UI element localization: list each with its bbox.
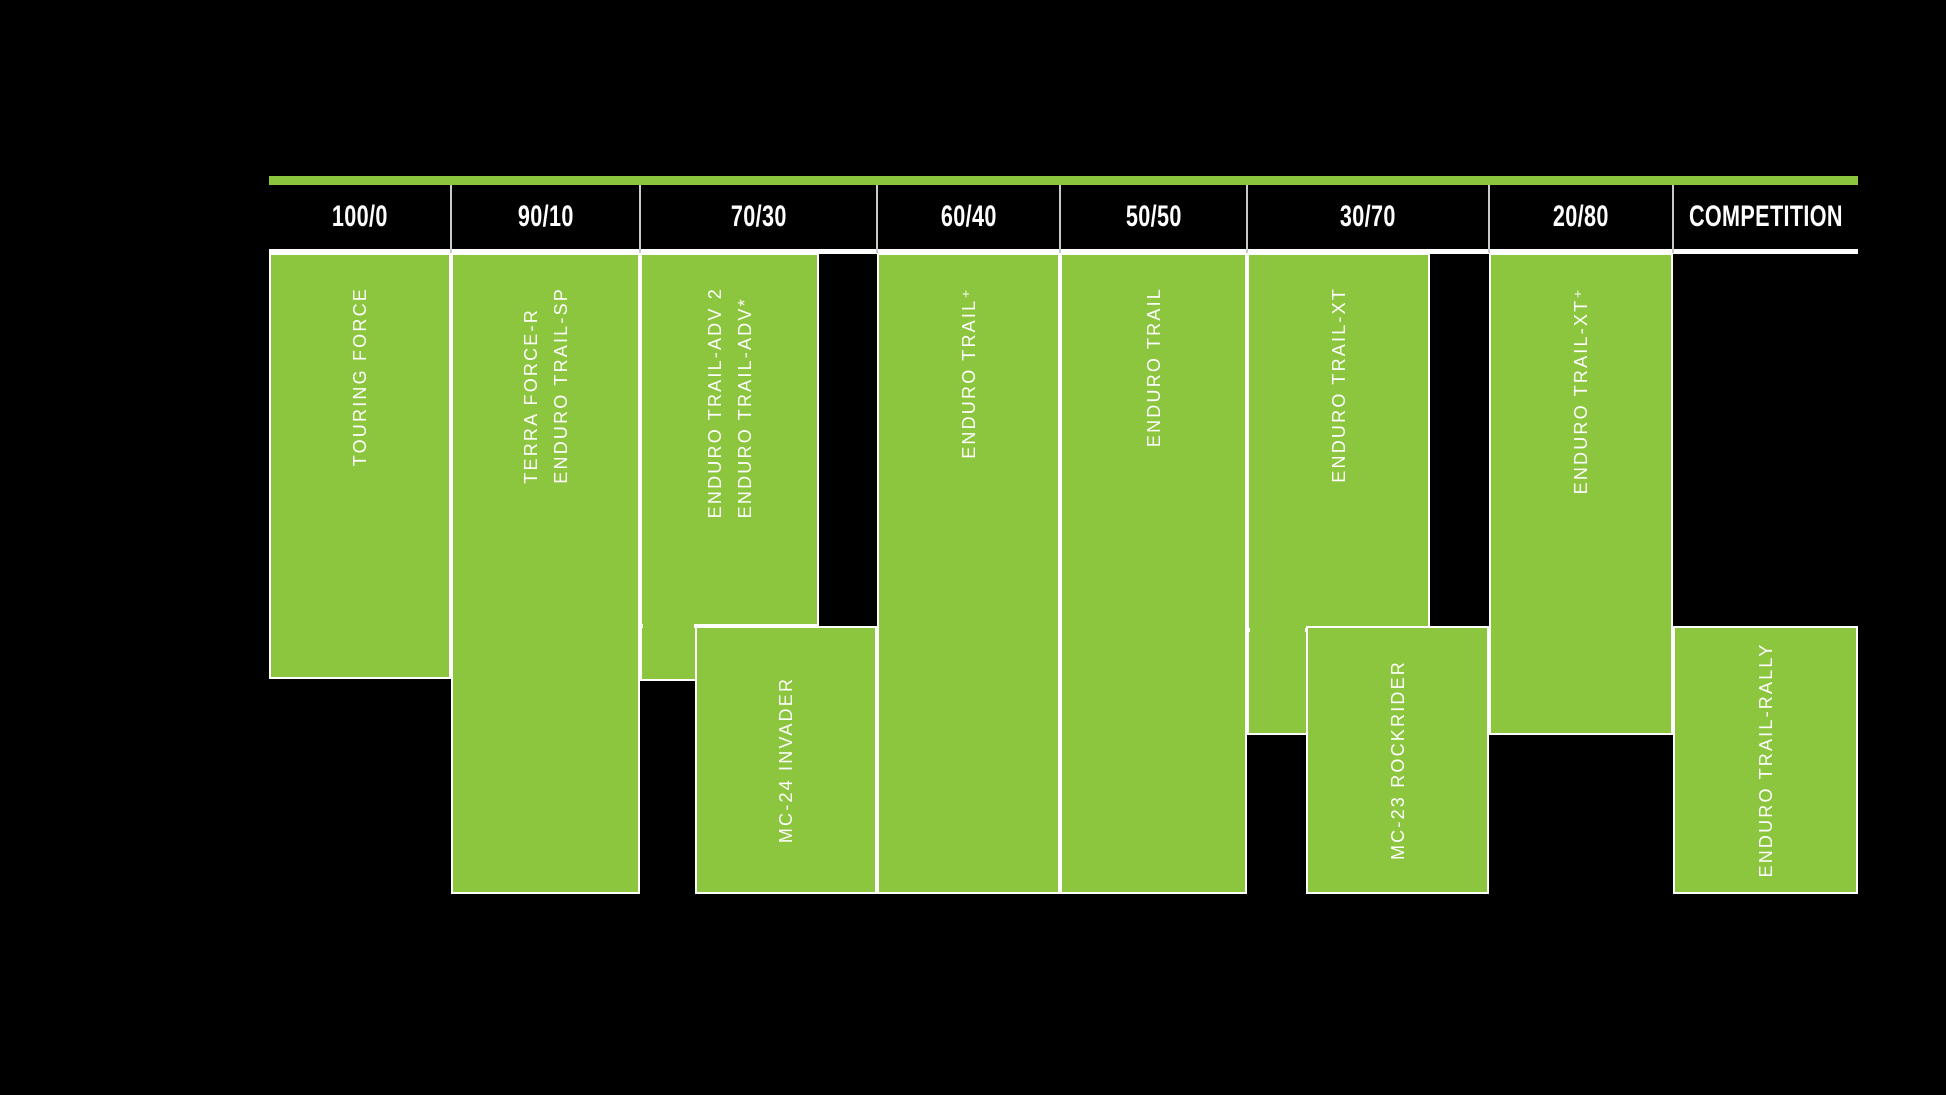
column-header-label: 70/30 bbox=[730, 200, 787, 233]
header-underline bbox=[269, 249, 1858, 254]
header-divider bbox=[1488, 185, 1490, 253]
tile-label: TOURING FORCE bbox=[345, 287, 375, 466]
tile-label-line: MC-24 INVADER bbox=[776, 676, 796, 844]
tile-label: ENDURO TRAIL-XT bbox=[1324, 287, 1354, 483]
column-header-30-70: 30/70 bbox=[1247, 185, 1489, 249]
tile-label-line: ENDURO TRAIL-ADV 2 bbox=[704, 287, 725, 519]
column-header-label: COMPETITION bbox=[1688, 200, 1843, 233]
column-header-competition: COMPETITION bbox=[1673, 185, 1858, 249]
tile-enduro-trail-xt-plus: ENDURO TRAIL-XT⁺ bbox=[1489, 253, 1673, 735]
header-divider bbox=[639, 185, 641, 253]
header-divider bbox=[450, 185, 452, 253]
tile-label-line: TERRA FORCE-R bbox=[520, 308, 541, 484]
column-header-20-80: 20/80 bbox=[1489, 185, 1673, 249]
tile-label-line: ENDURO TRAIL bbox=[1143, 287, 1164, 448]
tile-label: ENDURO TRAIL-XT⁺ bbox=[1566, 287, 1596, 494]
tile-join-patch bbox=[1250, 625, 1305, 635]
tile-label: ENDURO TRAIL-RALLY bbox=[1751, 643, 1781, 878]
tile-label: MC-23 ROCKRIDER bbox=[1383, 660, 1413, 860]
tile-join-patch bbox=[643, 621, 694, 631]
tile-mc-23-rockrider: MC-23 ROCKRIDER bbox=[1306, 626, 1489, 894]
tile-label-line: TOURING FORCE bbox=[350, 287, 370, 467]
tile-label: ENDURO TRAIL⁺ bbox=[954, 287, 984, 459]
tile-terra-force-r: TERRA FORCE-R ENDURO TRAIL-SP bbox=[451, 253, 640, 894]
tile-enduro-trail-adv: ENDURO TRAIL-ADV 2 ENDURO TRAIL-ADV* bbox=[640, 253, 819, 626]
header-divider bbox=[1246, 185, 1248, 253]
tile-label-line: ENDURO TRAIL-ADV* bbox=[734, 297, 755, 519]
column-header-label: 50/50 bbox=[1125, 200, 1182, 233]
tile-label: ENDURO TRAIL-ADV 2 ENDURO TRAIL-ADV* bbox=[700, 287, 760, 518]
tile-enduro-trail-adv-step bbox=[640, 626, 697, 681]
column-header-60-40: 60/40 bbox=[877, 185, 1060, 249]
column-header-100-0: 100/0 bbox=[269, 185, 451, 249]
column-header-70-30: 70/30 bbox=[640, 185, 877, 249]
tile-enduro-trail-xt: ENDURO TRAIL-XT bbox=[1247, 253, 1430, 630]
tile-enduro-trail-rally: ENDURO TRAIL-RALLY bbox=[1673, 626, 1858, 894]
tile-enduro-trail-xt-step bbox=[1247, 630, 1308, 735]
tile-label-line: ENDURO TRAIL-SP bbox=[550, 287, 571, 484]
column-header-50-50: 50/50 bbox=[1060, 185, 1247, 249]
tile-enduro-trail-plus: ENDURO TRAIL⁺ bbox=[877, 253, 1060, 894]
tile-enduro-trail: ENDURO TRAIL bbox=[1060, 253, 1247, 894]
column-header-label: 60/40 bbox=[940, 200, 997, 233]
column-header-label: 100/0 bbox=[332, 200, 388, 233]
tile-label: ENDURO TRAIL bbox=[1139, 287, 1169, 447]
tile-label: TERRA FORCE-R ENDURO TRAIL-SP bbox=[516, 287, 576, 484]
header-divider bbox=[876, 185, 878, 253]
tile-label-line: ENDURO TRAIL⁺ bbox=[958, 287, 979, 459]
column-header-label: 90/10 bbox=[517, 200, 574, 233]
tile-touring-force: TOURING FORCE bbox=[269, 253, 451, 679]
tile-mc-24-invader: MC-24 INVADER bbox=[695, 626, 877, 894]
tile-label-line: ENDURO TRAIL-XT bbox=[1328, 287, 1349, 483]
tile-label: MC-24 INVADER bbox=[771, 677, 801, 843]
header-divider bbox=[1059, 185, 1061, 253]
column-header-90-10: 90/10 bbox=[451, 185, 640, 249]
tile-label-line: ENDURO TRAIL-XT⁺ bbox=[1571, 287, 1591, 495]
column-header-label: 20/80 bbox=[1553, 200, 1609, 233]
tile-label-line: ENDURO TRAIL-RALLY bbox=[1755, 642, 1776, 878]
header-divider bbox=[1672, 185, 1674, 253]
column-header-label: 30/70 bbox=[1340, 200, 1396, 233]
header-accent-bar bbox=[269, 176, 1858, 185]
tile-label-line: MC-23 ROCKRIDER bbox=[1387, 659, 1408, 861]
